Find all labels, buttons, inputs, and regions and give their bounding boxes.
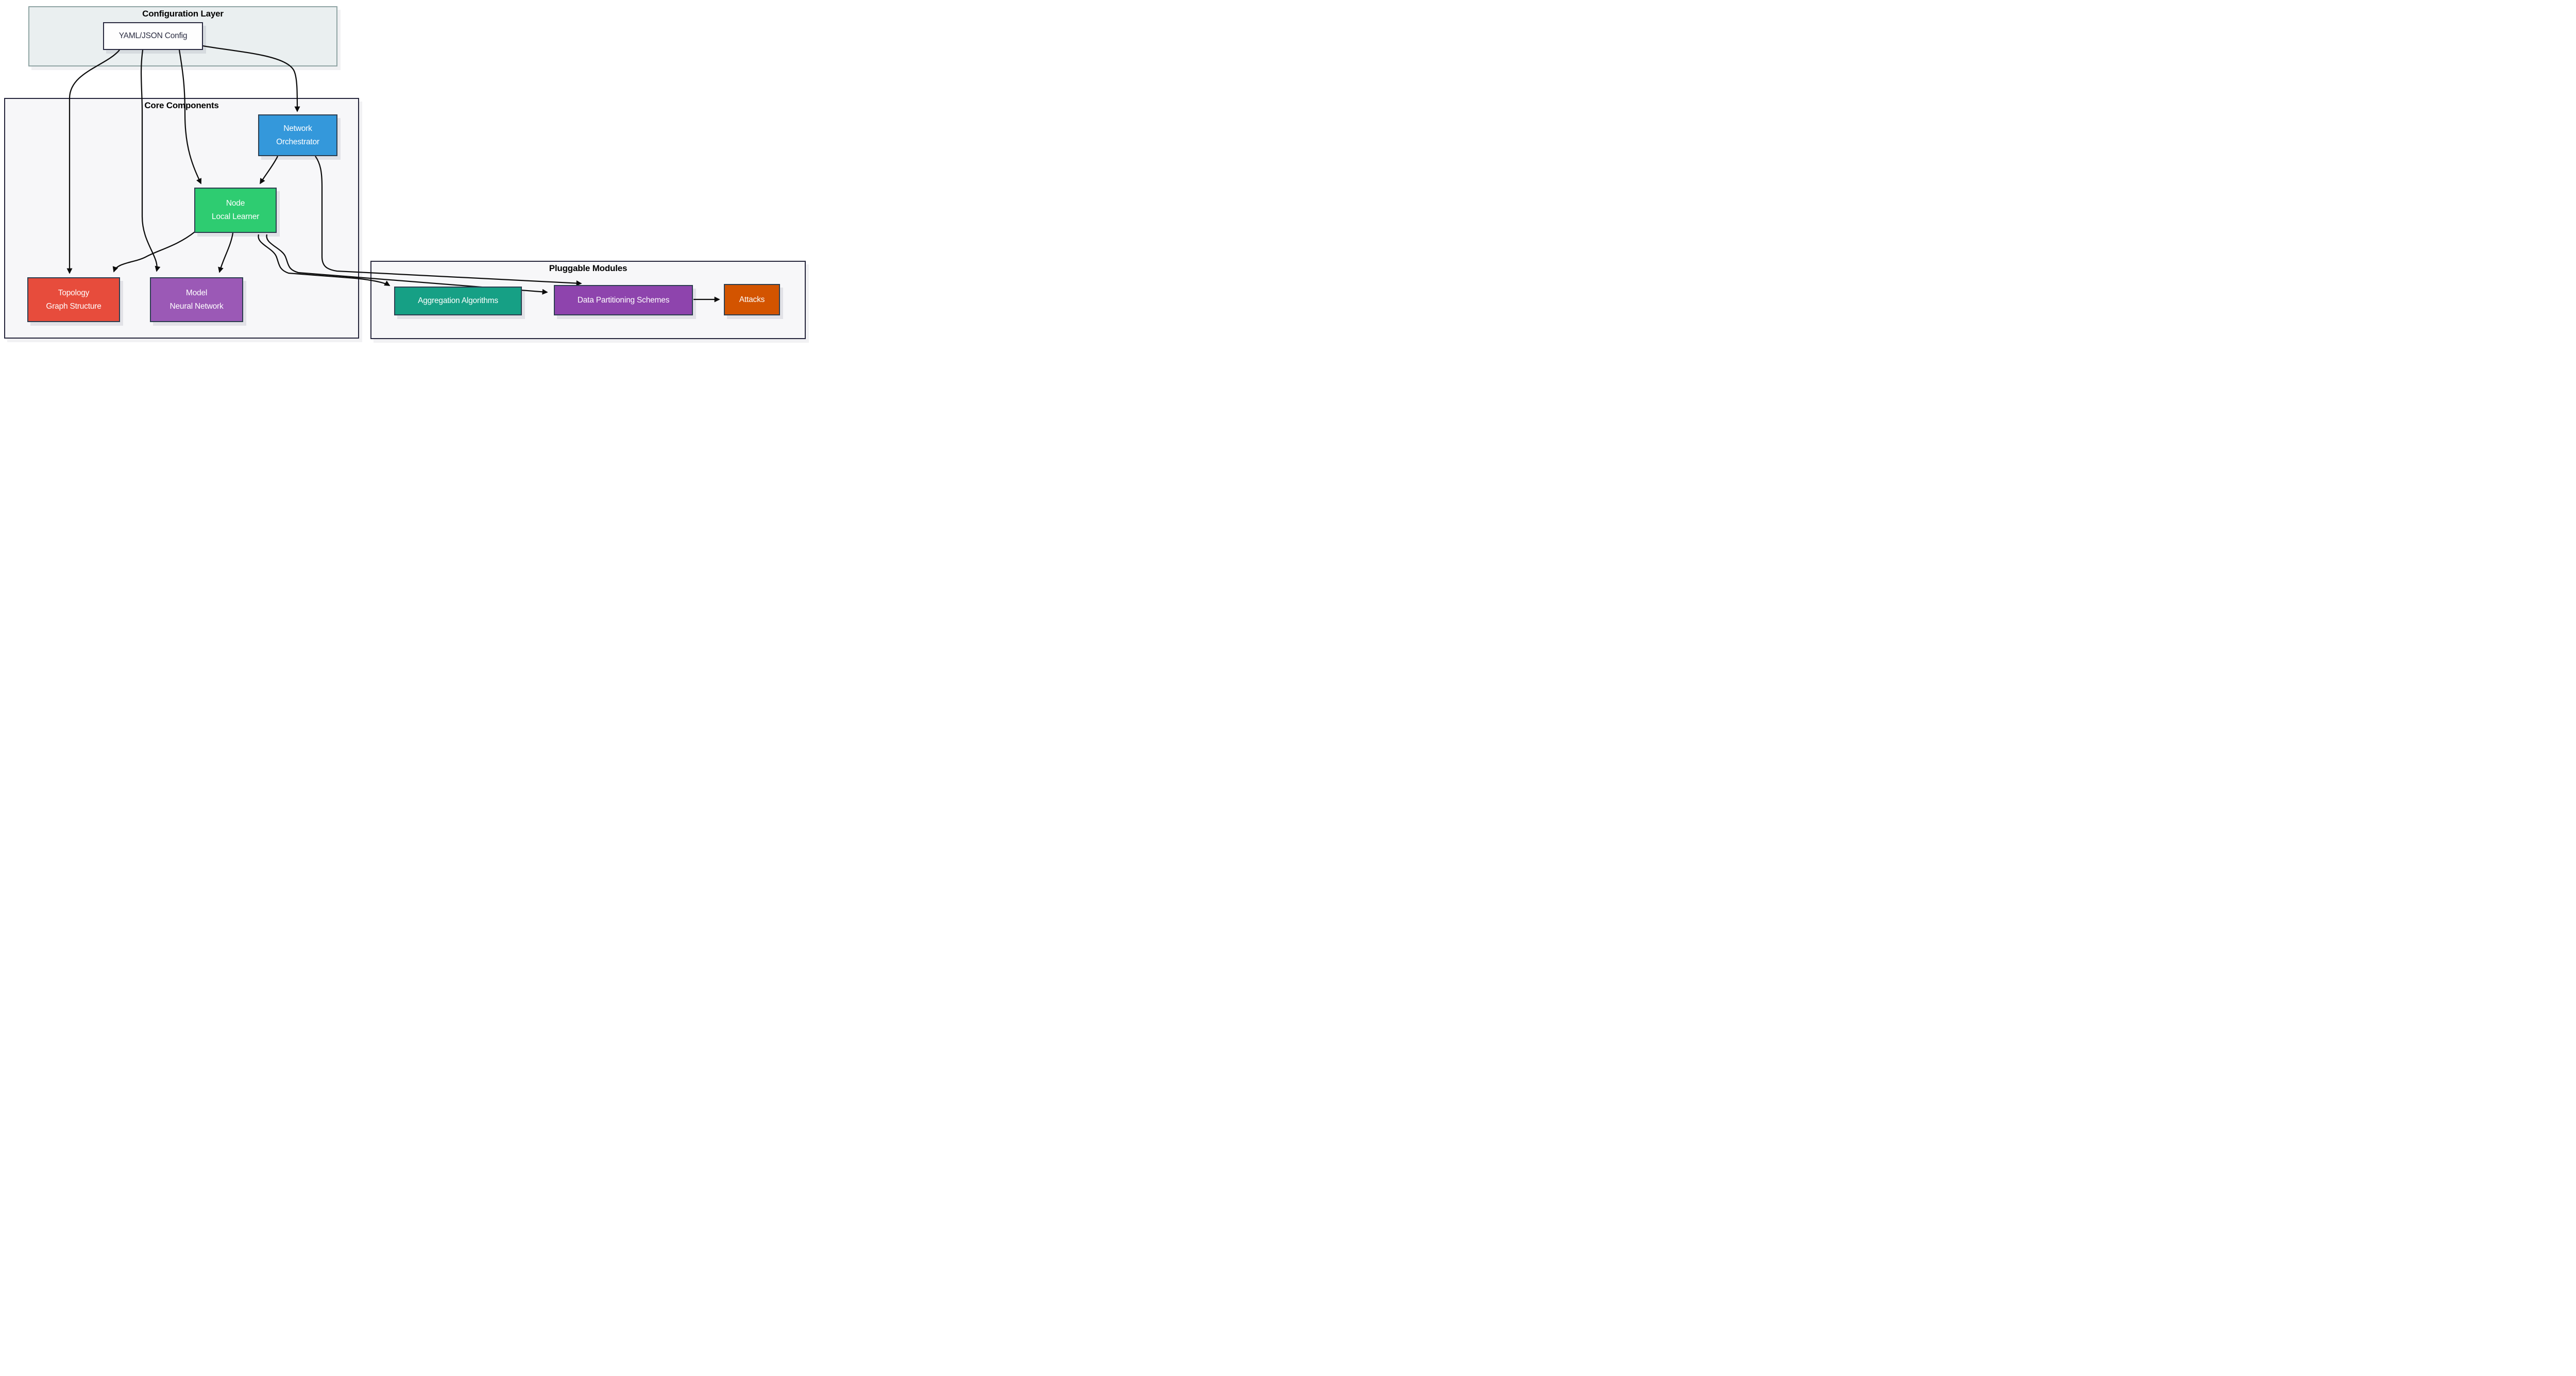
node-label-line1: Model: [185, 288, 208, 297]
node-network-orchestrator: Network Orchestrator: [258, 114, 337, 156]
diagram-canvas: Configuration Layer Core Components Plug…: [0, 0, 809, 344]
node-label: Attacks: [739, 295, 765, 304]
node-attacks: Attacks: [724, 284, 780, 315]
node-label-line2: Orchestrator: [276, 137, 319, 146]
node-label-line1: Node: [226, 199, 245, 208]
node-label-line2: Graph Structure: [46, 301, 101, 311]
node-label: Aggregation Algorithms: [418, 296, 498, 305]
core-components-title: Core Components: [144, 100, 219, 110]
node-aggregation-algorithms: Aggregation Algorithms: [394, 287, 522, 315]
node-model-neural-network: Model Neural Network: [150, 277, 243, 322]
node-label-line2: Local Learner: [211, 212, 260, 221]
node-label-line2: Neural Network: [170, 301, 224, 311]
pluggable-modules-title: Pluggable Modules: [549, 263, 628, 273]
node-topology-graph-structure: Topology Graph Structure: [27, 277, 120, 322]
node-label: Data Partitioning Schemes: [577, 295, 670, 305]
node-yaml-json-config: YAML/JSON Config: [103, 22, 203, 50]
node-label-line1: Topology: [58, 288, 90, 297]
node-label: YAML/JSON Config: [118, 31, 188, 40]
node-node-local-learner: Node Local Learner: [194, 188, 277, 233]
configuration-layer-title: Configuration Layer: [142, 9, 224, 19]
node-data-partitioning-schemes: Data Partitioning Schemes: [554, 285, 693, 315]
node-label-line1: Network: [283, 124, 312, 133]
